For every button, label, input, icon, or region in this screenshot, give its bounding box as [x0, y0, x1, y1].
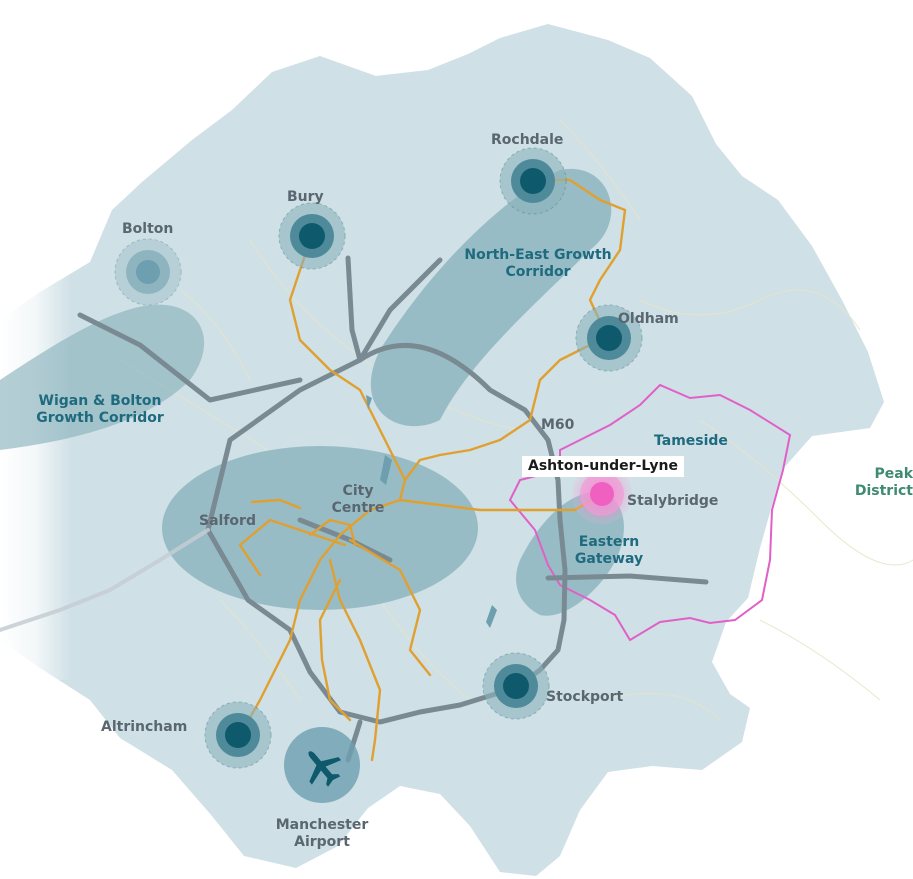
label-oldham: Oldham — [618, 311, 679, 327]
label-salford: Salford — [199, 513, 256, 529]
m62-north — [357, 257, 443, 363]
label-peak-district: Peak District — [854, 466, 913, 499]
label-manchester-airport: Manchester Airport — [275, 817, 369, 850]
ashton-focus-marker — [572, 464, 632, 524]
west-motorway — [0, 528, 210, 632]
label-stockport: Stockport — [546, 689, 624, 705]
label-stalybridge: Stalybridge — [627, 493, 719, 509]
hub-bolton — [114, 238, 182, 306]
airport-line — [328, 558, 382, 762]
label-eastern-gateway: Eastern Gateway — [574, 534, 644, 567]
label-rochdale: Rochdale — [491, 132, 564, 148]
label-wigan-bolton-growth-corridor: Wigan & Bolton Growth Corridor — [36, 393, 164, 426]
tameside-boundary — [508, 383, 792, 642]
label-altrincham: Altrincham — [101, 719, 188, 735]
trafford-spur — [250, 498, 302, 510]
hub-bury — [278, 202, 346, 270]
m67 — [545, 573, 709, 585]
label-city-centre: City Centre — [331, 483, 385, 516]
m61 — [77, 312, 303, 403]
bury-line — [288, 233, 407, 502]
altrincham-line — [238, 498, 402, 737]
label-bolton: Bolton — [122, 221, 174, 237]
label-bury: Bury — [287, 189, 324, 205]
label-ashton-under-lyne: Ashton-under-Lyne — [522, 456, 684, 477]
label-m60: M60 — [541, 417, 575, 433]
north-east-growth-corridor — [370, 168, 612, 427]
label-north-east-growth-corridor: North-East Growth Corridor — [464, 247, 612, 280]
hub-altrincham — [204, 701, 272, 769]
m66 — [345, 255, 363, 363]
east-didsbury-line — [348, 538, 432, 677]
city-loop — [308, 518, 357, 547]
hub-oldham — [575, 304, 643, 372]
eccles-line — [238, 518, 347, 577]
airplane-icon — [308, 751, 342, 787]
wigan-bolton-growth-corridor — [0, 304, 205, 450]
hub-rochdale — [499, 147, 567, 215]
south-branch — [318, 578, 352, 722]
hub-stockport — [482, 652, 550, 720]
water-features — [366, 395, 497, 628]
label-tameside: Tameside — [654, 433, 728, 449]
